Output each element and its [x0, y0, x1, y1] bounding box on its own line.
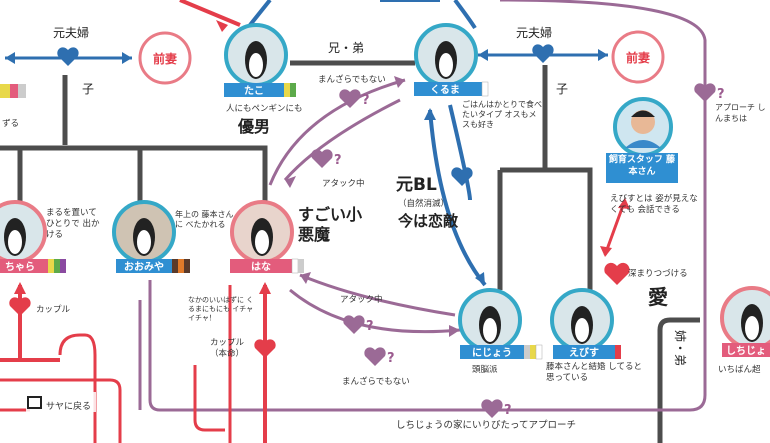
penguin-name-tako: たこ	[244, 85, 264, 97]
brothers-label: 兄・弟	[328, 41, 364, 55]
staff-note: えびすとは 姿が見えなくても 会話できる	[610, 194, 698, 215]
arrowheads	[5, 49, 608, 285]
couple-label-hana: カップル（本命）	[210, 338, 245, 359]
ex-wife-right: 前妻	[611, 30, 665, 84]
penguin-note-ebisu: 藤本さんと結婚 してると思っている	[546, 362, 642, 383]
heart-icons	[9, 44, 716, 418]
penguin-name-ebisu: えびす	[569, 346, 599, 359]
penguin-note-charu: まるを置いて ひとりで 出かける	[46, 208, 100, 240]
attack-mid-label: アタック中	[340, 294, 383, 305]
penguin-node-hana[interactable]: はな すごい小悪魔	[230, 200, 368, 274]
back-button[interactable]: サヤに戻る	[26, 392, 96, 412]
child-label-right: 子	[556, 82, 568, 96]
penguin-note-shichijo: いちばん超	[718, 364, 761, 375]
penguin-node-charu[interactable]: ちゃら まるを置いて ひとりで 出かける	[0, 200, 106, 273]
child-label-left: 子	[82, 82, 94, 96]
staff-node-fujimoto[interactable]: 飼育スタッフ 藤本さん えびすとは 姿が見えなくても 会話できる	[606, 97, 700, 238]
heart-icon	[343, 315, 365, 334]
penguin-name-nijou: にじょう	[472, 347, 512, 359]
partial-note-left: ずる	[2, 118, 19, 129]
penguin-node-shichijo[interactable]: しちじょ いちばん超	[718, 286, 770, 375]
red-arrowheads	[14, 20, 630, 294]
svg-text:前妻: 前妻	[626, 50, 650, 65]
heart-icon	[339, 89, 361, 108]
penguin-name-kuruma: くるま	[430, 84, 460, 96]
purple-arrowheads	[285, 76, 460, 337]
penguin-big-tako: 優男	[237, 117, 270, 136]
partial-node-left: ずる	[0, 84, 26, 129]
ex-bl-sub-label: （自然消滅）	[398, 198, 449, 209]
mamazara-bottom-label: まんざらでもない	[342, 376, 410, 387]
attack-top-label: アタック中	[322, 178, 365, 189]
penguin-note-kuruma: ごはんはかとりで食べたいタイプ オスもメスも好き	[462, 100, 542, 129]
hana-note: なかのいいはずに くるまにもにも イチャイチャ！	[188, 296, 254, 322]
heart-icon	[694, 83, 716, 102]
penguin-name-ookamiya: おおみや	[124, 261, 164, 273]
heart-icon	[9, 297, 31, 316]
heart-icon	[311, 149, 333, 168]
svg-text:?: ?	[362, 93, 370, 108]
ex-couple-label-left: 元夫婦	[53, 25, 89, 40]
back-label: サヤに戻る	[46, 400, 91, 412]
ex-bl-label: 元BL	[396, 175, 437, 195]
heart-icon	[604, 262, 630, 285]
penguin-node-ebisu[interactable]: えびす 藤本さんと結婚 してると思っている	[546, 288, 646, 392]
ex-wife-left: 前妻	[138, 31, 192, 85]
staff-title: 飼育スタッフ 藤本さん	[608, 155, 676, 177]
deep-love-big-label: 愛	[648, 285, 668, 309]
svg-text:前妻: 前妻	[153, 51, 177, 66]
question-marks: ? ? ? ? ? ?	[334, 87, 725, 418]
broken-heart-icon	[451, 167, 473, 186]
heart-icon	[481, 399, 503, 418]
approach-bottom-label: しちじょうの家にいりびたってアプローチ	[396, 419, 576, 431]
heart-icon	[364, 347, 386, 366]
broken-heart-icon	[57, 47, 79, 66]
penguin-note-tako: 人にもペンギンにも	[226, 104, 303, 114]
svg-text:?: ?	[504, 403, 512, 418]
penguin-note-nijou: 頭脳派	[472, 364, 498, 375]
couple-label-left: カップル	[36, 305, 71, 315]
mamazara-top-label: まんざらでもない	[318, 74, 386, 85]
penguin-name-hana: はな	[251, 261, 271, 273]
svg-text:?: ?	[334, 153, 342, 168]
penguin-node-tako[interactable]: たこ 人にもペンギンにも 優男	[224, 23, 303, 136]
penguin-node-nijou[interactable]: にじょう 頭脳派	[458, 288, 543, 375]
penguin-name-shichijo: しちじょ	[726, 345, 766, 357]
connector-lines	[0, 0, 707, 443]
ex-couple-label-right: 元夫婦	[516, 25, 552, 40]
svg-text:?: ?	[717, 87, 725, 102]
deep-love-small-label: 深まりつづける	[628, 269, 688, 279]
sister-brother-label: 姉・弟	[673, 330, 688, 366]
penguin-name-charu: ちゃら	[5, 261, 35, 273]
svg-text:?: ?	[366, 319, 374, 334]
back-icon	[27, 396, 42, 409]
heart-icon	[254, 339, 276, 358]
svg-text:?: ?	[387, 351, 395, 366]
now-enemy-label: 今は恋敵	[397, 212, 459, 230]
penguin-big-hana: すごい小悪魔	[298, 205, 363, 244]
penguin-node-kuruma[interactable]: くるま ごはんはかとりで食べたいタイプ オスもメスも好き	[414, 23, 542, 150]
right-fragment-label: アプローチ しんまちは	[715, 103, 766, 123]
broken-heart-icon	[532, 44, 554, 63]
penguin-node-ookamiya[interactable]: おおみや 年上の 藤本さんに べたかれる	[112, 200, 235, 273]
penguin-note-ookamiya: 年上の 藤本さんに べたかれる	[175, 210, 234, 229]
